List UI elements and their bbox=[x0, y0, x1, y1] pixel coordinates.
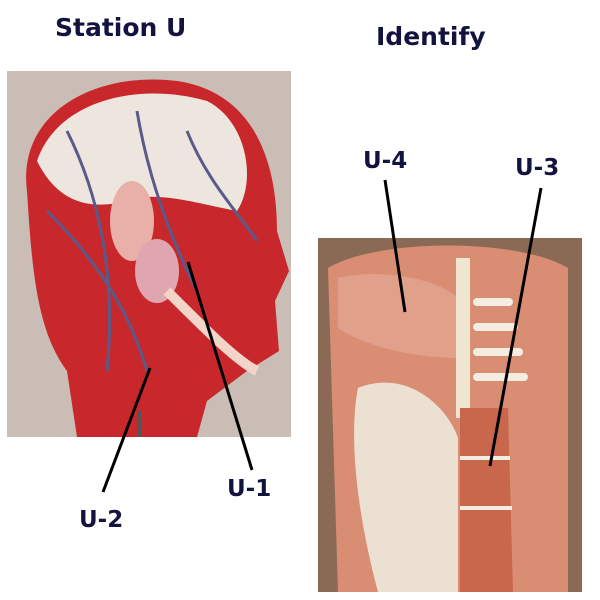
leader-line-u2 bbox=[101, 367, 152, 493]
label-u2: U-2 bbox=[79, 507, 124, 533]
head-model-photo bbox=[7, 71, 291, 437]
identify-heading: Identify bbox=[376, 22, 486, 51]
label-u3: U-3 bbox=[515, 155, 560, 181]
leader-line-u4 bbox=[383, 179, 407, 313]
station-title: Station U bbox=[55, 13, 187, 42]
label-u1: U-1 bbox=[227, 476, 272, 502]
torso-model-photo bbox=[318, 238, 582, 592]
leader-line-u3 bbox=[488, 187, 543, 467]
leader-line-u1 bbox=[186, 261, 254, 471]
label-u4: U-4 bbox=[363, 148, 408, 174]
